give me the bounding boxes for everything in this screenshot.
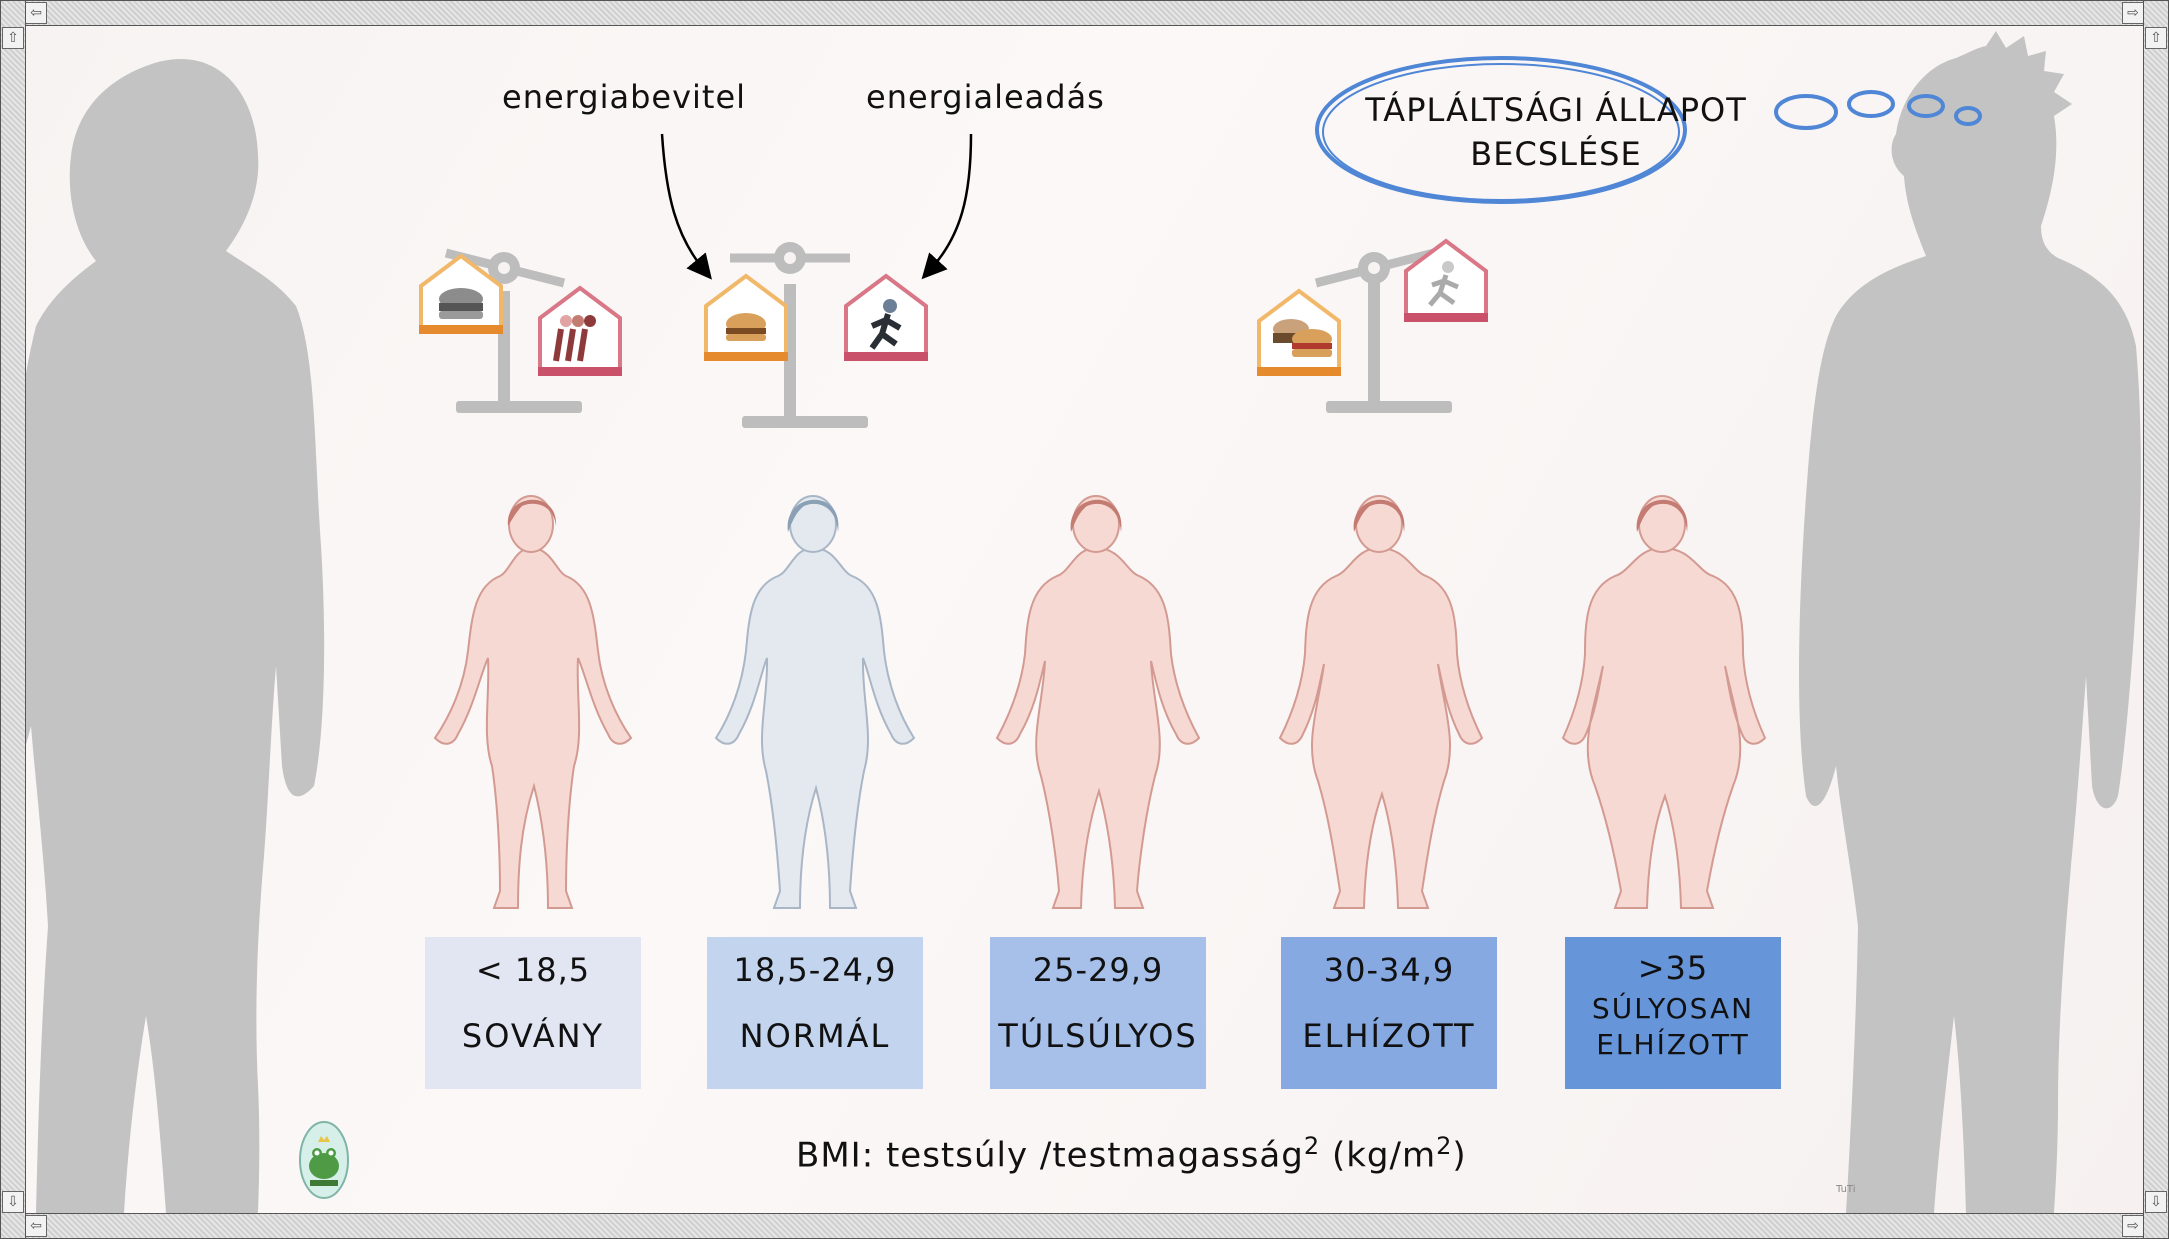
balance-scale-obese <box>1257 238 1488 413</box>
top-scrollbar[interactable]: ◁ ⇦ ⇨ ▷ <box>0 0 2169 26</box>
formula-units-exponent: 2 <box>1436 1132 1453 1160</box>
bmi-box-obese: 30-34,9 ELHÍZOTT <box>1281 937 1497 1089</box>
scroll-down-arrow-icon[interactable]: ⇩ <box>2 1191 24 1213</box>
thought-dots <box>1774 90 1982 130</box>
left-scrollbar[interactable]: ⇧ ⇩ <box>0 0 26 1239</box>
scroll-up-arrow-icon[interactable]: ⇧ <box>2 27 24 49</box>
figure-overweight <box>995 495 1201 909</box>
bmi-category-line2: ELHÍZOTT <box>1596 1028 1750 1061</box>
bmi-range: 18,5-24,9 <box>733 951 897 989</box>
figure-normal <box>714 495 916 909</box>
bmi-category-line1: SÚLYOSAN <box>1591 992 1755 1025</box>
arrows-layer <box>660 133 973 280</box>
bmi-category: NORMÁL <box>739 1017 891 1055</box>
scroll-left-arrow-icon[interactable]: ⇦ <box>25 1215 47 1237</box>
scroll-right-arrow-icon[interactable]: ⇨ <box>2122 1215 2144 1237</box>
frog-logo <box>299 1121 349 1199</box>
scroll-right-arrow-icon[interactable]: ⇨ <box>2122 2 2144 24</box>
energy-intake-label: energiabevitel <box>502 78 747 116</box>
thought-bubble-title: TÁPLÁLTSÁGI ÁLLAPOT BECSLÉSE <box>1311 88 1801 176</box>
scroll-down-arrow-icon[interactable]: ⇩ <box>2145 1191 2167 1213</box>
bmi-category: ELHÍZOTT <box>1302 1017 1476 1055</box>
right-woman-silhouette <box>1796 26 2143 1213</box>
scroll-up-arrow-icon[interactable]: ⇧ <box>2145 27 2167 49</box>
balance-scale-normal <box>704 242 928 428</box>
bmi-box-underweight: < 18,5 SOVÁNY <box>425 937 641 1089</box>
balance-scale-underweight <box>419 248 622 413</box>
figure-obese <box>1278 495 1484 909</box>
intake-pan <box>1257 288 1341 376</box>
figure-severely-obese <box>1561 495 1767 909</box>
expenditure-pan <box>538 285 622 376</box>
bmi-range: >35 <box>1637 949 1709 987</box>
bmi-box-overweight: 25-29,9 TÚLSÚLYOS <box>990 937 1206 1089</box>
bottom-scrollbar[interactable]: ⇩ ⇦ ⇨ ⇩ <box>0 1213 2169 1239</box>
right-scrollbar[interactable]: ⇧ ⇩ <box>2143 0 2169 1239</box>
energy-expenditure-label: energialeadás <box>866 78 1105 116</box>
bmi-box-severely-obese: >35 SÚLYOSAN ELHÍZOTT <box>1565 937 1781 1089</box>
expenditure-pan <box>844 273 928 361</box>
intake-pan <box>704 273 788 361</box>
bmi-box-normal: 18,5-24,9 NORMÁL <box>707 937 923 1089</box>
formula-text: BMI: testsúly /testmagasság <box>796 1135 1304 1176</box>
bmi-range: 25-29,9 <box>1032 951 1164 989</box>
formula-units: (kg/m <box>1320 1135 1437 1176</box>
author-credit: TuTi <box>1836 1184 1856 1195</box>
bmi-category: SOVÁNY <box>461 1017 605 1055</box>
bmi-category: SÚLYOSAN ELHÍZOTT <box>1565 991 1781 1063</box>
bmi-formula: BMI: testsúly /testmagasság2 (kg/m2) <box>796 1132 1467 1175</box>
formula-exponent: 2 <box>1303 1132 1321 1160</box>
bmi-category: TÚLSÚLYOS <box>998 1017 1198 1055</box>
scroll-left-arrow-icon[interactable]: ⇦ <box>25 2 47 24</box>
bmi-range: 30-34,9 <box>1323 951 1455 989</box>
expenditure-arrow <box>921 133 973 280</box>
infographic-canvas: energiabevitel energialeadás TÁPLÁLTSÁGI… <box>26 26 2143 1213</box>
thought-title-line2: BECSLÉSE <box>1470 135 1642 173</box>
expenditure-pan <box>1404 238 1488 322</box>
figure-underweight <box>433 495 633 909</box>
intake-arrow <box>660 133 712 280</box>
intake-pan <box>419 253 503 334</box>
left-woman-silhouette <box>26 26 396 1213</box>
thought-bubble <box>1315 56 1687 204</box>
bmi-range: < 18,5 <box>475 951 591 989</box>
thought-title-line1: TÁPLÁLTSÁGI ÁLLAPOT <box>1365 91 1747 129</box>
formula-units-close: ) <box>1452 1135 1467 1176</box>
